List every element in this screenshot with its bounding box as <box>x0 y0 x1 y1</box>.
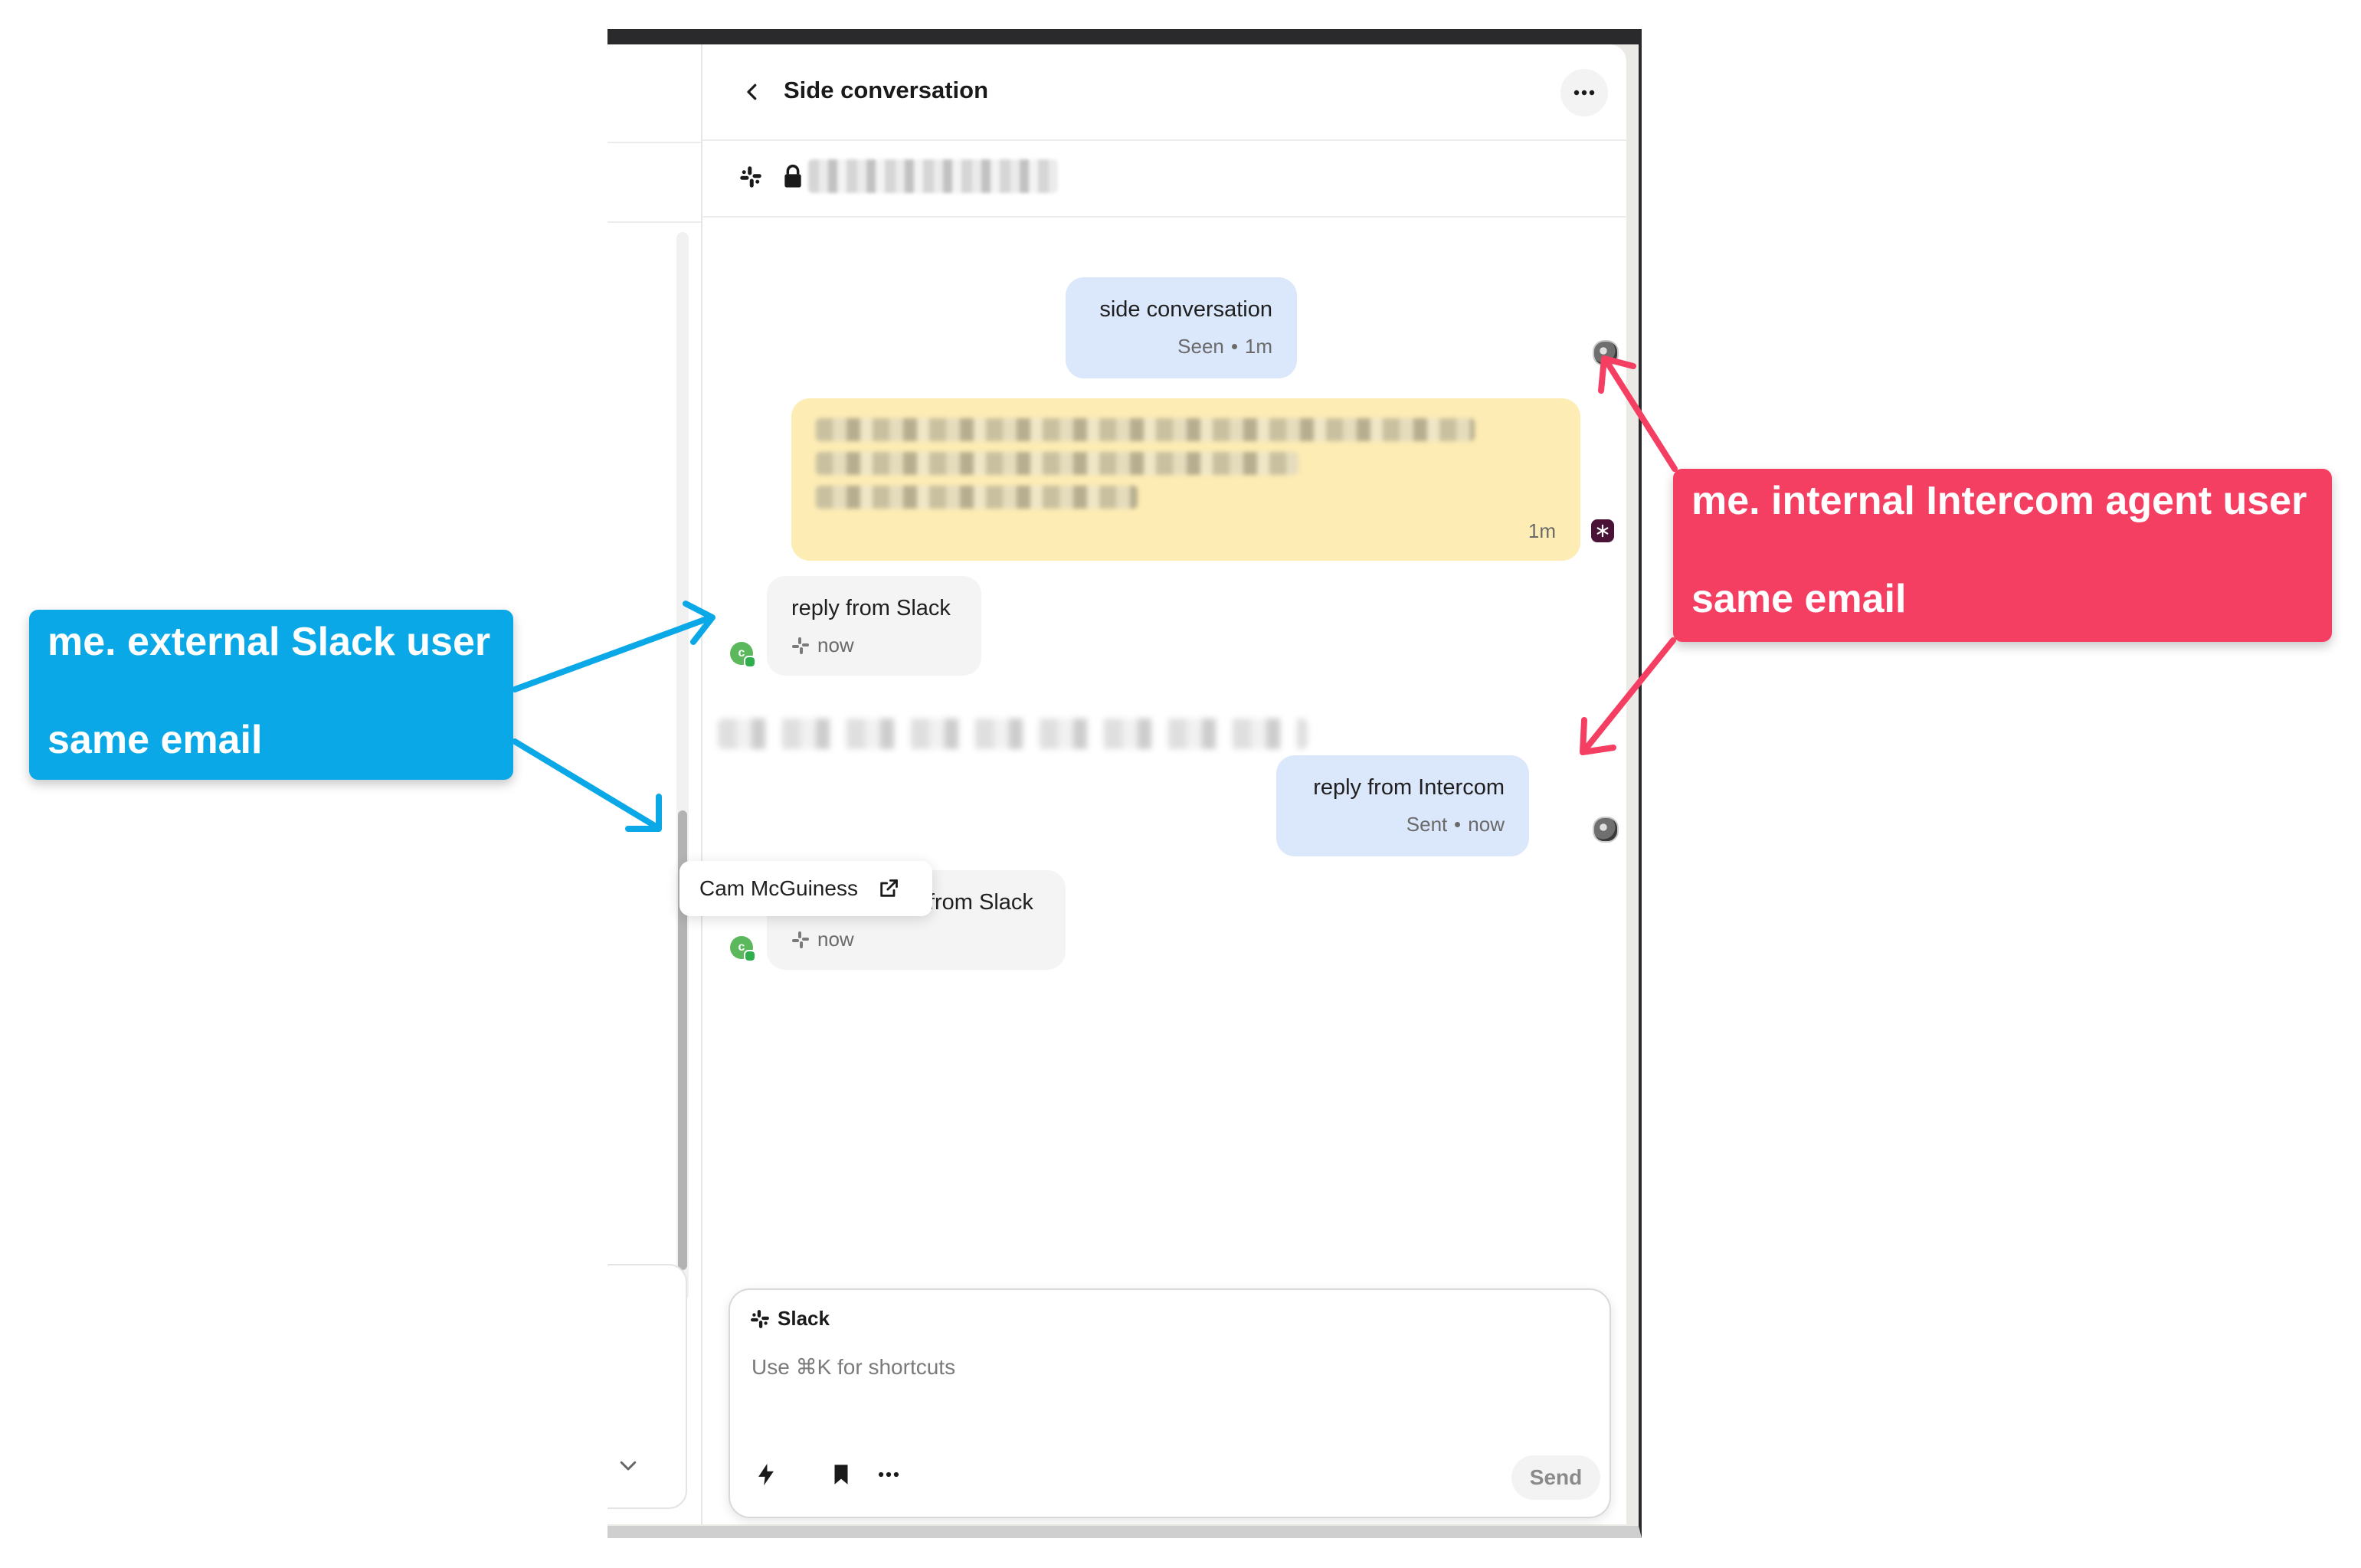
annotation-external-slack-user: me. external Slack user same email <box>29 610 513 780</box>
message-status: Sent <box>1406 813 1448 836</box>
redacted-line <box>816 452 1298 475</box>
message-outgoing: side conversation Seen 1m <box>1066 277 1297 378</box>
lock-icon <box>784 164 801 188</box>
panel-header: Side conversation <box>702 44 1626 141</box>
slack-icon <box>792 931 809 948</box>
composer-channel[interactable]: Slack <box>750 1307 830 1331</box>
message-status: Seen <box>1177 335 1224 358</box>
side-conversation-panel: Side conversation s <box>679 44 1626 1524</box>
online-status-dot <box>744 656 756 668</box>
bookmark-icon[interactable] <box>828 1462 854 1488</box>
avatar-initial: c <box>738 941 745 954</box>
tooltip-name: Cam McGuiness <box>699 876 858 900</box>
annotation-line: me. external Slack user <box>47 620 491 664</box>
message-note-redacted: 1m <box>791 398 1580 561</box>
conversation-list-panel <box>607 44 702 1524</box>
message-outgoing: reply from Intercom Sent now <box>1276 755 1529 856</box>
chevron-down-icon[interactable] <box>617 1454 640 1477</box>
annotation-line: me. internal Intercom agent user <box>1691 479 2307 523</box>
event-line-redacted <box>718 719 1308 749</box>
left-subheader <box>607 143 701 223</box>
message-meta: now <box>791 928 1041 951</box>
agent-avatar[interactable] <box>1593 817 1619 843</box>
online-status-dot <box>744 950 756 962</box>
agent-avatar[interactable] <box>1593 340 1619 366</box>
message-meta: 1m <box>816 519 1556 543</box>
scrollbar-thumb[interactable] <box>678 810 687 1270</box>
annotation-line: same email <box>1691 577 1907 621</box>
chevron-left-icon[interactable] <box>741 78 764 106</box>
asterisk-icon <box>1596 524 1609 538</box>
send-button[interactable]: Send <box>1511 1455 1600 1500</box>
message-time: now <box>1468 813 1505 836</box>
more-options-button[interactable] <box>1560 69 1608 116</box>
channel-name-redacted <box>808 159 1058 193</box>
user-name-tooltip[interactable]: Cam McGuiness <box>679 861 932 916</box>
panel-title: Side conversation <box>784 77 989 103</box>
app-avatar[interactable] <box>1591 519 1614 542</box>
redacted-line <box>816 418 1475 441</box>
slack-icon <box>751 1309 769 1328</box>
left-composer-card <box>607 1264 687 1509</box>
slack-user-avatar[interactable]: c <box>730 936 756 962</box>
reply-composer: Slack Send <box>729 1288 1611 1518</box>
message-time: now <box>817 928 854 951</box>
message-text: reply from Slack <box>791 596 951 620</box>
message-time: 1m <box>1528 519 1556 542</box>
left-header <box>607 44 701 143</box>
separator-dot <box>1231 344 1237 349</box>
avatar-initial: c <box>738 647 745 660</box>
message-time: now <box>817 633 854 656</box>
separator-dot <box>1455 822 1461 827</box>
slack-user-avatar[interactable]: c <box>730 642 756 668</box>
slack-icon <box>740 166 761 188</box>
message-text: reply from Intercom <box>1313 775 1505 800</box>
message-meta: Seen 1m <box>1090 335 1272 358</box>
annotation-line: same email <box>47 718 263 762</box>
message-text: side conversation <box>1099 297 1272 322</box>
redacted-line <box>816 486 1138 509</box>
slack-icon <box>792 637 809 654</box>
channel-row <box>702 141 1626 218</box>
annotation-internal-agent-user: me. internal Intercom agent user same em… <box>1673 469 2332 642</box>
external-link-icon[interactable] <box>878 878 899 899</box>
message-meta: Sent now <box>1301 813 1505 836</box>
composer-channel-label: Slack <box>778 1307 830 1330</box>
message-meta: now <box>791 633 957 657</box>
lightning-icon[interactable] <box>753 1462 779 1488</box>
reply-input[interactable] <box>750 1354 1580 1380</box>
message-time: 1m <box>1244 335 1272 358</box>
ellipsis-icon <box>1573 90 1595 96</box>
message-incoming: reply from Slack now <box>767 576 981 676</box>
app-window: Side conversation s <box>607 29 1642 1538</box>
ellipsis-icon[interactable] <box>876 1462 902 1488</box>
